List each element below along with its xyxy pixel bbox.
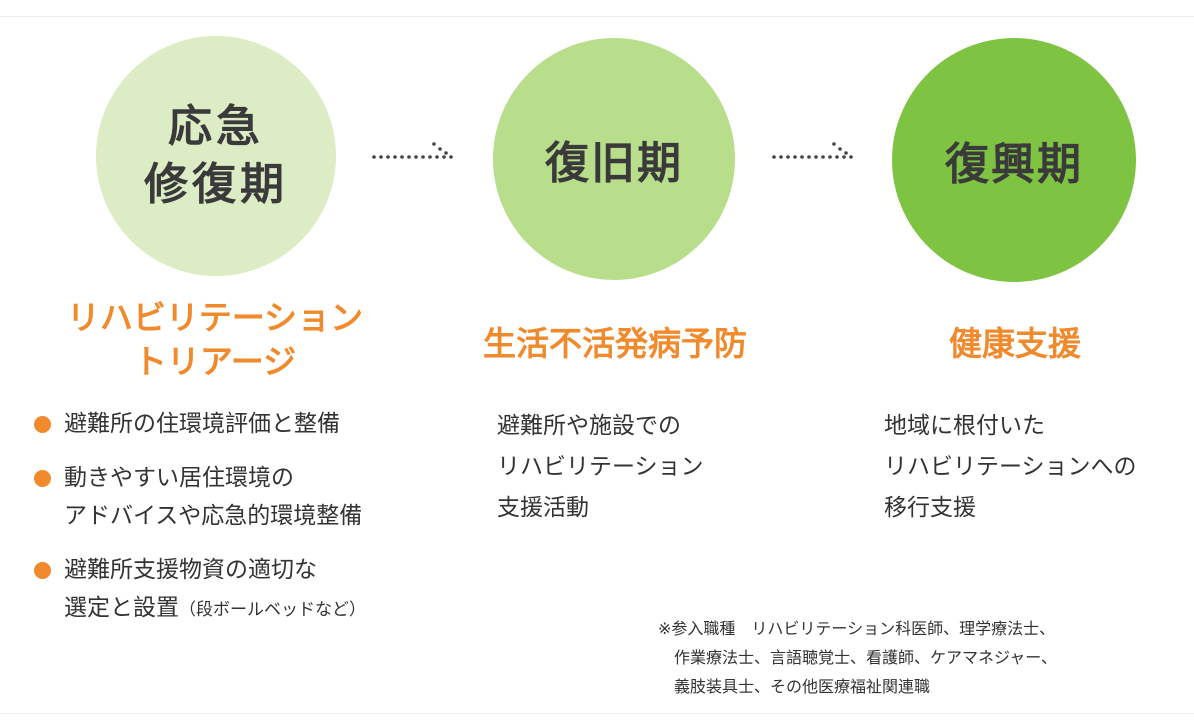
desc-line: 移行支援 [884,495,976,521]
bullet-dot-icon [34,416,51,433]
dotted-arrow-icon [772,142,853,159]
phase1-bullet-list: 避難所の住環境評価と整備 動きやすい居住環境の アドバイスや応急的環境整備 避難… [34,405,454,645]
list-item: 動きやすい居住環境の アドバイスや応急的環境整備 [34,459,454,535]
phase-circle-emergency: 応急 修復期 [96,36,336,276]
bullet-line: 動きやすい居住環境の [64,465,294,491]
heading-line: トリアージ [133,342,297,381]
phase-circle-reconstruction: 復興期 [892,38,1136,282]
phase-heading-triage: リハビリテーション トリアージ [40,296,390,384]
bottom-divider [0,713,1194,714]
bullet-dot-icon [34,562,51,579]
bullet-dot-icon [34,470,51,487]
note-line: ※参入職種 リハビリテーション科医師、理学療法士、 [658,619,1056,638]
bullet-line: 選定と設置 [64,595,179,621]
bullet-line: 避難所支援物資の適切な [64,557,317,583]
heading-line: リハビリテーション [66,298,364,337]
note-line: 作業療法士、言語聴覚士、看護師、ケアマネジャー、 [658,648,1058,667]
phase-circle-recovery: 復旧期 [493,38,735,280]
phase-heading-prevention: 生活不活発病予防 [430,322,800,366]
desc-line: リハビリテーション [497,454,704,480]
list-item: 避難所支援物資の適切な 選定と設置（段ボールベッドなど） [34,551,454,629]
bullet-suffix: （段ボールベッドなど） [179,600,366,620]
phase-title-line: 復興期 [945,139,1083,190]
note-line: 義肢装具士、その他医療福祉関連職 [658,677,931,696]
heading-line: 健康支援 [949,324,1081,363]
dotted-arrow-icon [372,142,453,159]
desc-line: 地域に根付いた [884,413,1045,439]
desc-line: 避難所や施設での [497,413,681,439]
phase3-description: 地域に根付いた リハビリテーションへの 移行支援 [884,406,1137,529]
phase2-description: 避難所や施設での リハビリテーション 支援活動 [497,406,704,529]
phase-title-line: 修復期 [144,159,288,210]
phase-title-line: 復旧期 [545,138,683,189]
bullet-line: アドバイスや応急的環境整備 [64,503,363,529]
bullet-line-with-suffix: 選定と設置（段ボールベッドなど） [64,589,454,629]
phase-heading-health-support: 健康支援 [900,322,1130,366]
participating-professions-note: ※参入職種 リハビリテーション科医師、理学療法士、 作業療法士、言語聴覚士、看護… [658,614,1057,701]
bullet-line: 避難所の住環境評価と整備 [64,411,340,437]
heading-line: 生活不活発病予防 [483,324,747,363]
desc-line: 支援活動 [497,495,589,521]
list-item: 避難所の住環境評価と整備 [34,405,454,443]
phase-title-line: 応急 [168,101,264,152]
top-divider [0,16,1194,17]
desc-line: リハビリテーションへの [884,454,1137,480]
